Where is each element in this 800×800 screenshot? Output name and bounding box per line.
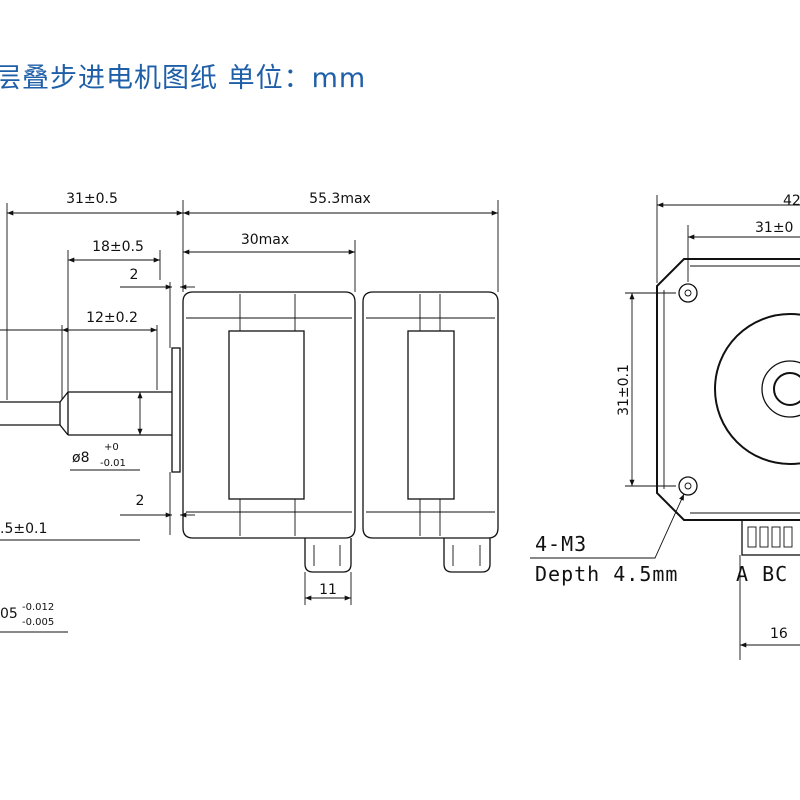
motor-flange — [169, 282, 181, 535]
dim-tol-prefix: 05 — [0, 606, 18, 622]
dim-connector-width: 11 — [319, 582, 337, 598]
mount-hole-bottom — [678, 476, 698, 496]
note-pins: A BC — [736, 562, 788, 586]
front-connector — [741, 519, 800, 556]
dim-shaft-diameter-upper: +0 — [104, 442, 119, 453]
dim-stack-30: 30max — [241, 232, 289, 248]
dim-shaft-total: 31±0.5 — [66, 191, 118, 207]
motor-shaft — [0, 391, 172, 436]
dim-body-width: 42ma — [783, 193, 800, 209]
page-title: 层叠步进电机图纸 单位：mm — [0, 63, 367, 94]
motor-front-face — [656, 258, 800, 521]
dim-flat-depth: .5±0.1 — [0, 521, 47, 537]
dim-motor-length: 55.3max — [309, 191, 371, 207]
dim-shaft-diameter-lower: -0.01 — [100, 458, 126, 469]
dim-shaft-18: 18±0.5 — [92, 239, 144, 255]
note-holes: 4-M3 — [535, 532, 587, 556]
dim-hole-spacing-v: 31±0.1 — [616, 364, 632, 416]
note-depth: Depth 4.5mm — [535, 562, 678, 586]
dim-shaft-12: 12±0.2 — [86, 310, 138, 326]
dim-hole-spacing-h: 31±0 — [755, 220, 793, 236]
motor-stack-1 — [182, 291, 356, 539]
motor-connector-1 — [304, 538, 352, 573]
side-view: 31±0.5 55.3max 18±0.5 30max 2 12±0.2 ø8 … — [0, 191, 499, 633]
dim-shaft-diameter: ø8 — [72, 450, 89, 466]
dim-tol-lower: -0.005 — [22, 617, 54, 628]
dim-connector-16: 16 — [770, 626, 788, 642]
motor-connector-2 — [443, 538, 491, 573]
dim-gap-top: 2 — [130, 267, 139, 283]
motor-stack-2 — [362, 291, 499, 539]
motor-boss — [714, 313, 800, 465]
dim-gap-bottom: 2 — [136, 493, 145, 509]
front-view: 42ma 31±0 31±0.1 16 4-M3 Depth 4.5mm A B… — [530, 193, 800, 660]
mount-hole-top — [678, 283, 698, 303]
dim-tol-upper: -0.012 — [22, 602, 54, 613]
